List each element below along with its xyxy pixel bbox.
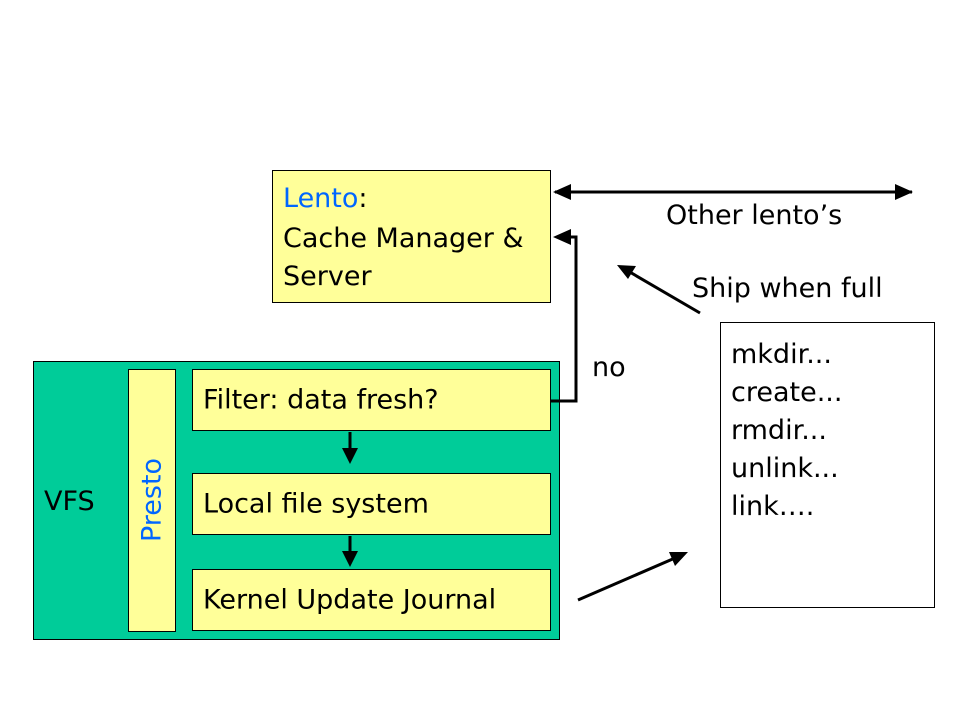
journal-to-entries-arrow xyxy=(577,552,688,602)
kernel-update-journal-box: Kernel Update Journal xyxy=(192,569,551,631)
local-file-system-box: Local file system xyxy=(192,473,551,535)
journal-entry: link…. xyxy=(731,491,815,522)
journal-entry: mkdir... xyxy=(731,339,832,370)
lento-line-cache-manager: Cache Manager & xyxy=(283,223,524,254)
filter-label: Filter: data fresh? xyxy=(203,384,439,416)
journal-entry: rmdir... xyxy=(731,415,827,446)
local-fs-to-journal-arrow xyxy=(342,536,358,567)
filter-box: Filter: data fresh? xyxy=(192,369,551,431)
lento-title-line: Lento: xyxy=(283,185,368,212)
no-label: no xyxy=(592,352,626,383)
journal-entries-box: mkdir... create... rmdir... unlink... li… xyxy=(720,322,935,608)
ship-when-full-label: Ship when full xyxy=(692,273,883,304)
presto-box xyxy=(128,369,176,632)
journal-entry: create... xyxy=(731,377,843,408)
lento-line-server: Server xyxy=(283,261,372,292)
vfs-label: VFS xyxy=(44,486,95,517)
ship-when-full-arrow xyxy=(617,265,701,315)
lento-name: Lento xyxy=(283,183,359,214)
lento-colon: : xyxy=(358,183,368,214)
lento-box: Lento: Cache Manager & Server xyxy=(272,170,551,303)
filter-to-local-fs-arrow xyxy=(342,432,358,464)
other-lentos-label: Other lento’s xyxy=(666,200,843,231)
other-lentos-double-arrow xyxy=(553,184,913,200)
local-file-system-label: Local file system xyxy=(203,488,429,520)
kernel-update-journal-label: Kernel Update Journal xyxy=(203,584,497,616)
filter-no-arrow xyxy=(551,229,578,403)
journal-entry: unlink... xyxy=(731,453,839,484)
